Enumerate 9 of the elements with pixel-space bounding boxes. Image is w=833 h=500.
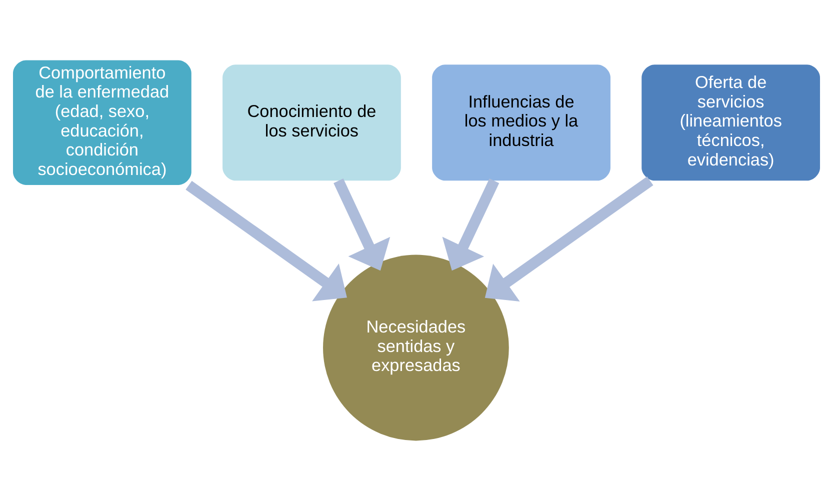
arrow bbox=[442, 178, 500, 270]
arrow bbox=[484, 176, 654, 301]
node-circle: Necesidades sentidas y expresadas bbox=[323, 254, 509, 440]
node-box: Comportamiento de la enfermedad (edad, sexo, educación, condición socioeconómica) bbox=[13, 60, 192, 184]
arrow bbox=[186, 180, 347, 301]
node-box: Influencias de los medios y la industria bbox=[432, 64, 610, 180]
node-box: Oferta de servicios (lineamientos técnicos, evidencias) bbox=[642, 64, 820, 180]
arrow bbox=[334, 178, 390, 270]
node-box: Conocimiento de los servicios bbox=[222, 64, 401, 180]
